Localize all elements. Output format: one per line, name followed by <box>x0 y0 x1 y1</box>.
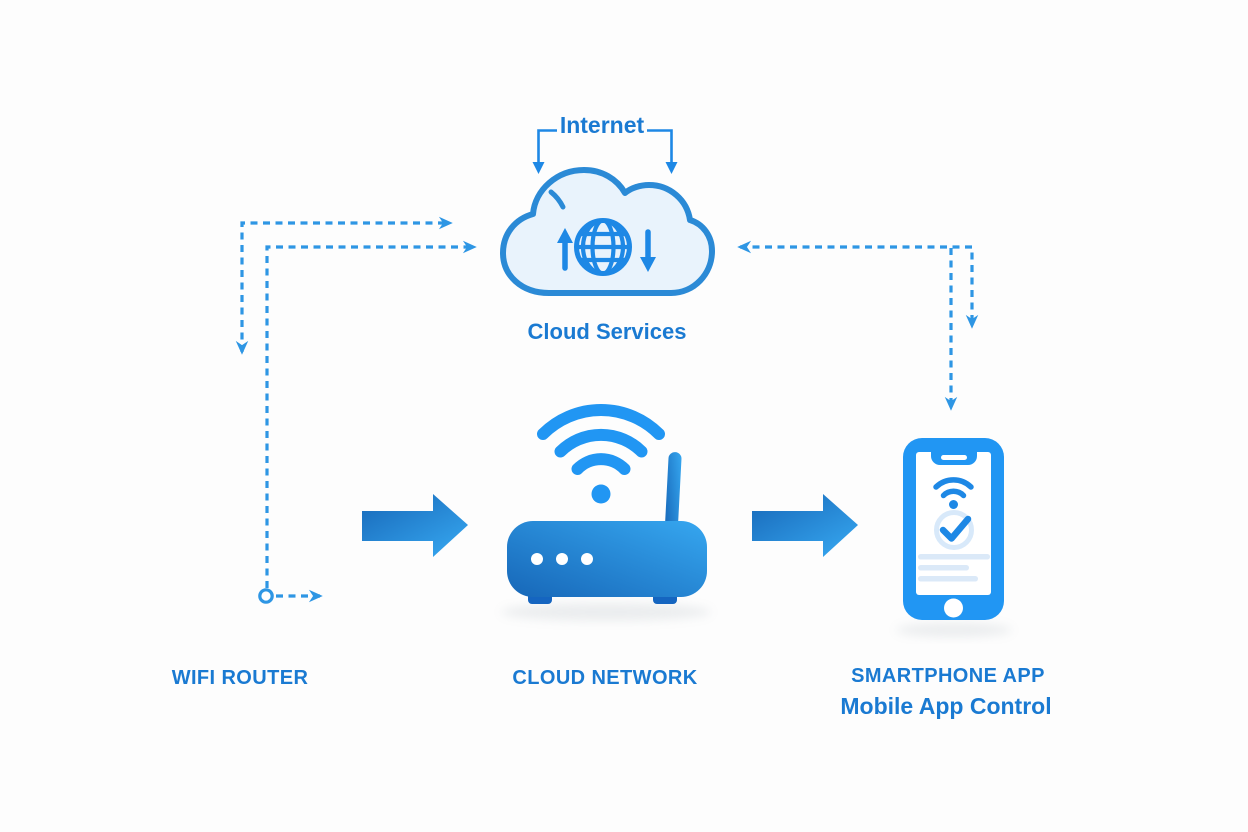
router-shadow <box>501 603 711 621</box>
phone-text-placeholder-lines <box>918 554 990 582</box>
router-body <box>507 521 707 597</box>
arrow-down-icon <box>640 229 656 272</box>
wifi-router-icon <box>501 403 711 621</box>
router-led <box>581 553 593 565</box>
arrow-right-icon-right <box>752 494 858 557</box>
arrow-up-icon <box>557 228 573 271</box>
mobile-app-control-label: Mobile App Control <box>840 693 1052 719</box>
check-circle-icon <box>934 510 974 550</box>
dashed-arrow-connector-left-outer <box>235 216 453 355</box>
dashed-arrow-connector-right <box>737 240 979 411</box>
connector-terminal-circle <box>258 588 274 604</box>
cloud-services-label: Cloud Services <box>527 319 687 344</box>
wifi-icon <box>537 403 665 504</box>
smartphone-app-label: SMARTPHONE APP <box>851 665 1045 687</box>
internet-bracket-left <box>532 129 557 174</box>
cloud-network-label: CLOUD NETWORK <box>512 667 698 689</box>
router-antenna <box>664 452 682 533</box>
router-led <box>531 553 543 565</box>
phone-wifi-icon <box>933 477 974 509</box>
phone-speaker-slot <box>941 455 967 460</box>
arrow-right-icon-left <box>362 494 468 557</box>
internet-label: Internet <box>559 112 645 138</box>
cloud-icon <box>500 167 715 296</box>
phone-home-button <box>944 598 963 618</box>
router-led <box>556 553 568 565</box>
internet-bracket-right <box>647 129 678 174</box>
globe-icon <box>574 218 632 276</box>
wifi-router-label: WIFI ROUTER <box>171 667 309 689</box>
dashed-arrow-connector-left-inner <box>258 240 477 604</box>
smartphone-icon <box>896 438 1012 637</box>
phone-shadow <box>896 623 1012 637</box>
cloud-lobe-notch <box>548 189 566 210</box>
